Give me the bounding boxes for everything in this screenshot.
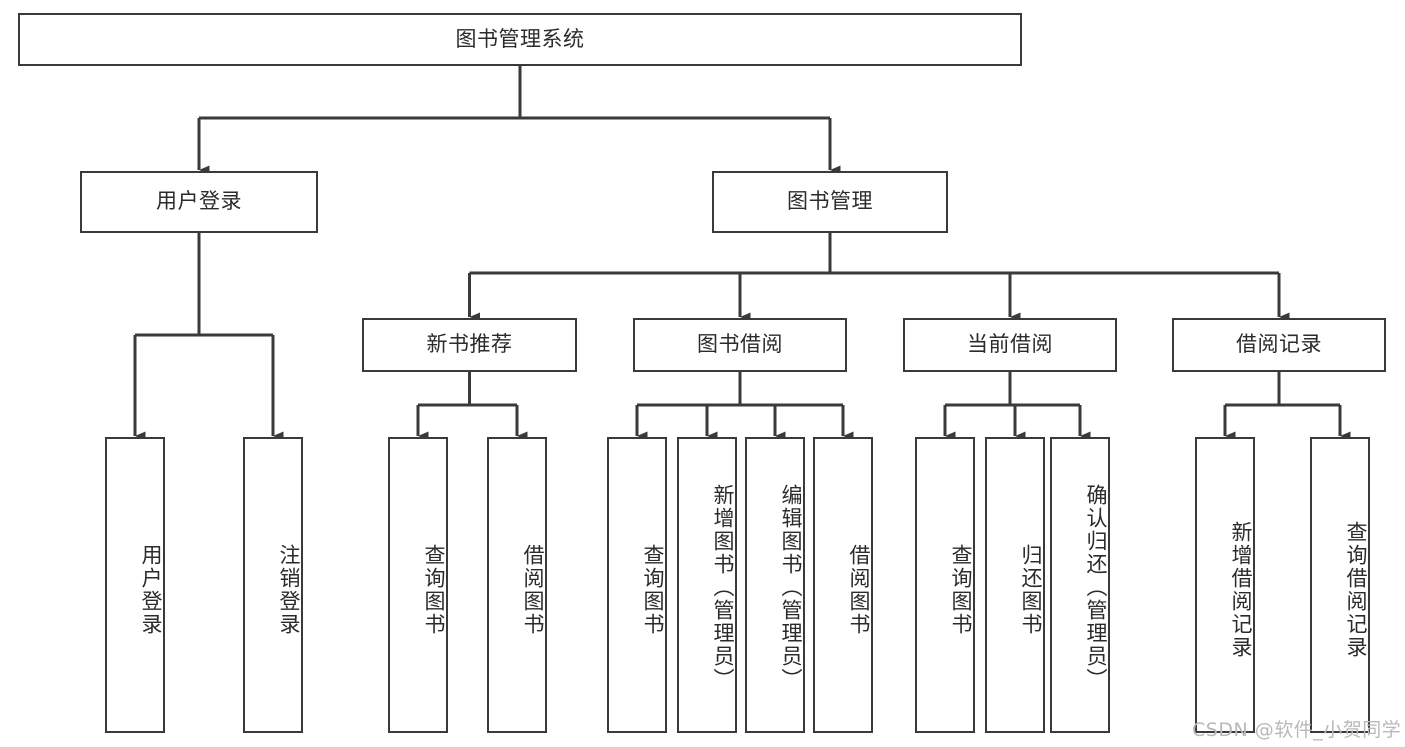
csdn-watermark: CSDN @软件_小贺同学: [1192, 719, 1402, 741]
node-root[interactable]: 图书管理系统: [18, 13, 1022, 66]
node-leaf-query-book-current[interactable]: 查询图书: [915, 437, 975, 733]
node-user-login[interactable]: 用户登录: [80, 171, 318, 233]
node-leaf-add-borrow-record[interactable]: 新增借阅记录: [1195, 437, 1255, 733]
node-book-borrow[interactable]: 图书借阅: [633, 318, 847, 372]
node-borrow-record[interactable]: 借阅记录: [1172, 318, 1386, 372]
node-leaf-borrow-book[interactable]: 借阅图书: [813, 437, 873, 733]
node-leaf-add-book-admin[interactable]: 新增图书（管理员）: [677, 437, 737, 733]
node-leaf-query-borrow-record[interactable]: 查询借阅记录: [1310, 437, 1370, 733]
node-new-book-recommend[interactable]: 新书推荐: [362, 318, 577, 372]
node-leaf-confirm-return-admin[interactable]: 确认归还（管理员）: [1050, 437, 1110, 733]
node-leaf-query-book-borrow[interactable]: 查询图书: [607, 437, 667, 733]
node-leaf-return-book[interactable]: 归还图书: [985, 437, 1045, 733]
node-leaf-query-book-recommend[interactable]: 查询图书: [388, 437, 448, 733]
node-leaf-logout[interactable]: 注销登录: [243, 437, 303, 733]
node-leaf-borrow-book-recommend[interactable]: 借阅图书: [487, 437, 547, 733]
node-leaf-edit-book-admin[interactable]: 编辑图书（管理员）: [745, 437, 805, 733]
node-leaf-user-login[interactable]: 用户登录: [105, 437, 165, 733]
node-book-manage[interactable]: 图书管理: [712, 171, 948, 233]
node-current-borrow[interactable]: 当前借阅: [903, 318, 1117, 372]
